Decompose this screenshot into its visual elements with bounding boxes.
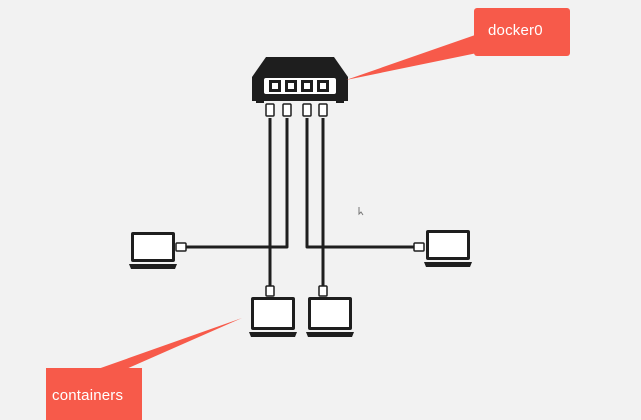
switch-plugs [265,103,328,117]
laptop-center-right-icon [306,297,354,337]
laptop-right-icon [424,230,472,267]
cable-left [184,118,289,249]
docker0-label: docker0 [488,22,543,39]
laptop-plugs [175,242,425,297]
laptop-center-left-icon [249,297,297,337]
cursor-icon [358,207,364,216]
laptop-left-icon [129,232,177,269]
cable-right [305,118,416,249]
containers-label: containers [52,387,124,404]
containers-callout [46,318,242,420]
docker0-callout [346,8,570,80]
cables [184,118,416,290]
network-switch-icon [252,57,348,103]
